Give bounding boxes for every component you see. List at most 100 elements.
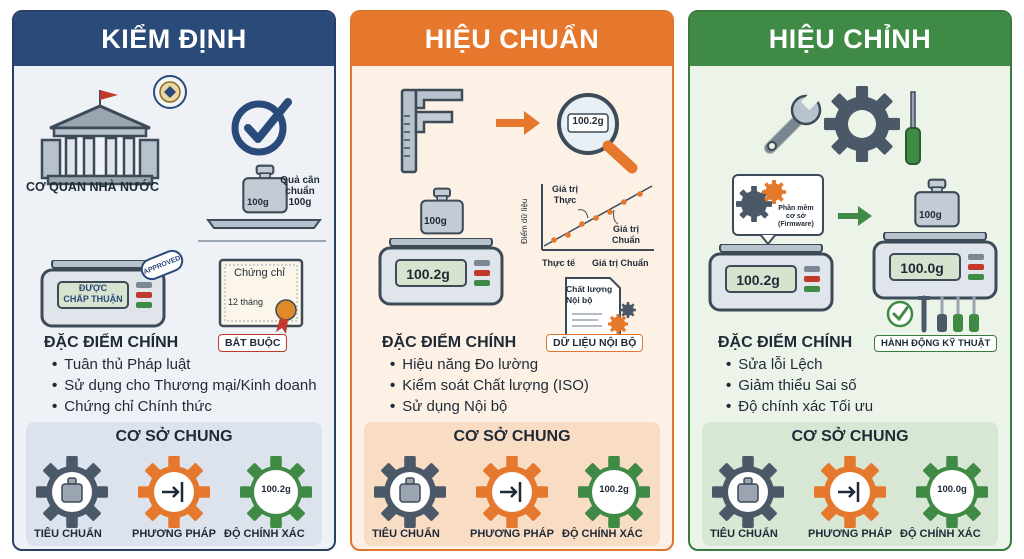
weight-value: 100g <box>424 216 447 227</box>
weight-value: 100g <box>247 197 269 208</box>
weight-icon <box>914 178 960 228</box>
panel-kiem-dinh: KIỂM ĐỊNH CƠ QUAN NHÀ NƯỚC 100g Quả cân … <box>12 10 336 551</box>
list-item: Sử dụng Nội bộ <box>390 396 589 417</box>
cert-title: Chứng chỉ <box>234 267 285 279</box>
common-title: CƠ SỞ CHUNG <box>115 428 233 445</box>
gear-label-method: PHƯƠNG PHÁP <box>808 528 892 540</box>
chart-axis-x1: Thực tế <box>542 258 576 268</box>
section-title: ĐẶC ĐIỂM CHÍNH <box>44 334 179 351</box>
firmware-text-line: Phần mềm <box>778 205 814 212</box>
gear-readout: 100.2g <box>261 484 291 495</box>
cert-sub: 12 tháng <box>228 297 264 307</box>
list-item: Chứng chỉ Chính thức <box>52 396 317 417</box>
chart-axis-x2: Giá trị Chuẩn <box>592 258 649 268</box>
weight-caption-line: 100g <box>288 197 312 208</box>
chart-note-line: Chuẩn <box>612 235 640 245</box>
gear-label-standard: TIÊU CHUẨN <box>34 528 102 540</box>
scale-screen-text: ĐƯỢC CHẤP THUẬN <box>58 283 128 305</box>
gear-label-standard: TIÊU CHUẨN <box>372 528 440 540</box>
weight-icon <box>420 187 464 235</box>
common-basis-box: CƠ SỞ CHUNG 100.0g TIÊU CHUẨN PHƯƠNG PHÁ… <box>702 422 998 546</box>
scale-screen-line: ĐƯỢC <box>78 283 108 293</box>
feature-list: Sửa lỗi Lệch Giảm thiểu Sai số Độ chính … <box>726 354 873 417</box>
callout-pointer <box>758 234 778 246</box>
weight-caption-line: Quả cân <box>280 175 320 186</box>
method-gear-icon <box>138 456 210 528</box>
scale-display-before: 100.2g <box>736 272 780 288</box>
chart-note-line: Giá trị <box>612 224 639 234</box>
list-item: Giảm thiểu Sai số <box>726 375 873 396</box>
calibration-chart <box>541 184 654 251</box>
accuracy-gear-icon <box>578 456 650 528</box>
common-basis-box: CƠ SỞ CHUNG 100.2g TIÊU CHUẨN PHƯƠNG PHÁ… <box>26 422 322 546</box>
weight-caption-line: chuẩn <box>285 186 315 197</box>
internal-data-badge: DỮ LIỆU NỘI BỘ <box>546 334 644 352</box>
list-item: Hiệu năng Đo lường <box>390 354 589 375</box>
gear-label-standard: TIÊU CHUẨN <box>710 528 778 540</box>
chart-note-line: Giá trị <box>552 184 579 194</box>
gear-label-accuracy: ĐỘ CHÍNH XÁC <box>562 528 643 540</box>
feature-list: Tuân thủ Pháp luật Sử dụng cho Thương mạ… <box>52 354 317 417</box>
wrench-icon <box>764 91 822 154</box>
technical-action-badge: HÀNH ĐỘNG KỸ THUẬT <box>874 335 998 352</box>
weight-value: 100g <box>919 210 942 221</box>
caliper-icon <box>400 88 464 174</box>
firmware-text-line: (Firmware) <box>778 221 814 228</box>
quality-document-icon <box>565 277 636 337</box>
document-text-line: Nội bộ <box>566 295 593 305</box>
gear-readout: 100.2g <box>599 484 629 495</box>
panel-hieu-chuan: HIỆU CHUẨN 100.2g 100g 100.2g <box>350 10 674 551</box>
list-item: Kiểm soát Chất lượng (ISO) <box>390 375 589 396</box>
gear-label-accuracy: ĐỘ CHÍNH XÁC <box>224 528 305 540</box>
chart-axis-y: Điểm dữ liệu <box>520 198 529 244</box>
common-title: CƠ SỞ CHUNG <box>453 428 571 445</box>
arrow-right-icon <box>838 206 872 226</box>
common-basis-box: CƠ SỞ CHUNG 100.2g TIÊU CHUẨN PHƯƠNG PHÁ… <box>364 422 660 546</box>
certificate-icon <box>218 258 304 334</box>
standard-gear-icon <box>374 456 446 528</box>
gov-label: CƠ QUAN NHÀ NƯỚC <box>26 180 160 194</box>
checkmark-icon <box>231 98 292 156</box>
feature-list: Hiệu năng Đo lường Kiểm soát Chất lượng … <box>390 354 589 417</box>
gear-label-accuracy: ĐỘ CHÍNH XÁC <box>900 528 981 540</box>
accuracy-gear-icon <box>916 456 988 528</box>
screwdriver-icon <box>905 91 921 165</box>
official-seal-icon <box>153 75 187 109</box>
weighing-plate <box>206 219 322 229</box>
accuracy-gear-icon <box>240 456 312 528</box>
scale-display: 100.2g <box>406 266 450 282</box>
list-item: Độ chính xác Tối ưu <box>726 396 873 417</box>
panel-title: HIỆU CHUẨN <box>352 12 672 66</box>
section-title: ĐẶC ĐIỂM CHÍNH <box>382 334 517 351</box>
weight-caption: Quả cân chuẩn 100g <box>278 175 322 208</box>
panel-hieu-chinh: HIỆU CHỈNH Phần mềm cơ sở (Firmware) 100… <box>688 10 1012 551</box>
firmware-text: Phần mềm cơ sở (Firmware) <box>778 205 814 229</box>
document-text-line: Chất lượng <box>566 284 613 294</box>
firmware-text-line: cơ sở <box>786 213 806 220</box>
gear-label-method: PHƯƠNG PHÁP <box>470 528 554 540</box>
magnifier-value: 100.2g <box>572 116 604 127</box>
tools-row-icon <box>886 295 979 333</box>
arrow-right-icon <box>496 111 540 135</box>
common-title: CƠ SỞ CHUNG <box>791 428 909 445</box>
scale-display-after: 100.0g <box>900 260 944 276</box>
panel-title: KIỂM ĐỊNH <box>14 12 334 66</box>
section-title: ĐẶC ĐIỂM CHÍNH <box>718 334 853 351</box>
scale-screen-line: CHẤP THUẬN <box>63 294 123 304</box>
chart-note-line: Thực <box>553 195 577 205</box>
gear-readout: 100.0g <box>937 484 967 495</box>
standard-gear-icon <box>36 456 108 528</box>
mandatory-badge: BẮT BUỘC <box>218 334 288 352</box>
government-building-icon <box>40 90 160 186</box>
list-item: Sử dụng cho Thương mại/Kinh doanh <box>52 375 316 396</box>
approved-stamp-text: APPROVED <box>142 254 182 276</box>
standard-gear-icon <box>712 456 784 528</box>
chart-note-standard: Giá trị Chuẩn <box>612 224 640 246</box>
list-item: Sửa lỗi Lệch <box>726 354 873 375</box>
magnifier-icon <box>557 93 638 174</box>
chart-note-actual: Giá trị Thực <box>552 184 578 206</box>
gear-icon <box>824 86 900 162</box>
list-item: Tuân thủ Pháp luật <box>52 354 317 375</box>
document-text: Chất lượng Nội bộ <box>566 284 612 306</box>
divider <box>198 240 326 242</box>
